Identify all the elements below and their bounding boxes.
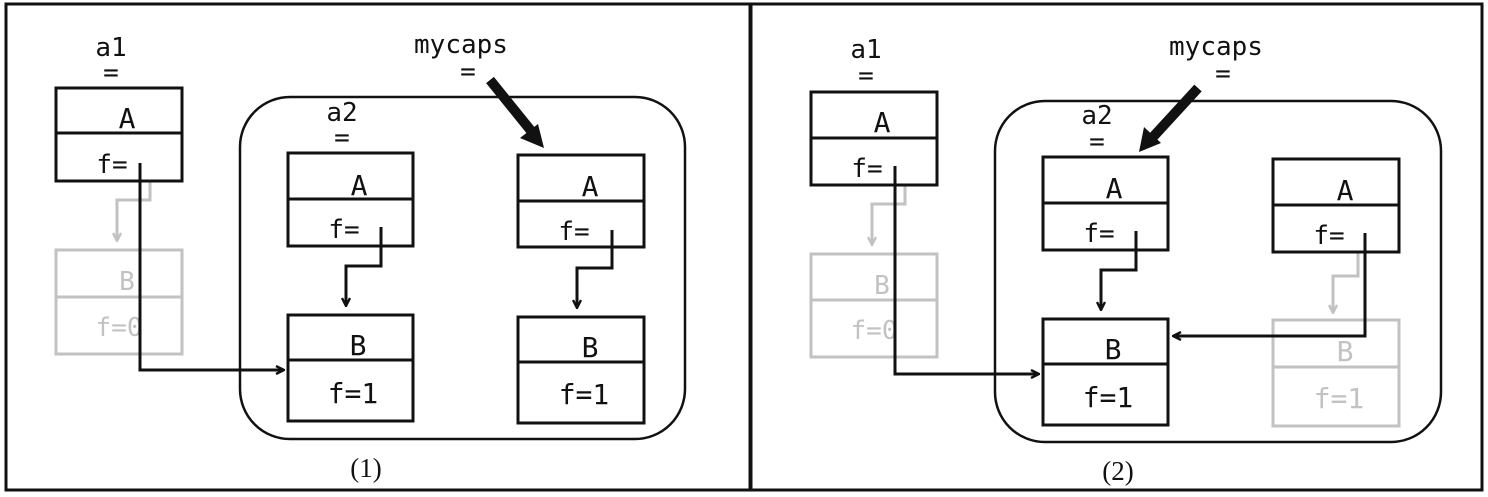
object-class-label: A — [582, 170, 599, 203]
panel-2: a1 = mycaps = a2 = B f=0 B f=1 A f= — [809, 32, 1443, 486]
stale-object-b: B f=0 — [54, 248, 184, 356]
reference-arrow-cap-a-to-b — [577, 230, 614, 307]
reference-arrow-cap-a-to-b — [1174, 233, 1367, 336]
object-b-shared: B f=1 — [1041, 317, 1170, 427]
object-class-label: A — [351, 169, 368, 202]
equals-sign: = — [1215, 59, 1231, 89]
stale-reference-arrow — [872, 172, 907, 244]
object-cap-b: B f=1 — [516, 315, 646, 425]
mycaps-pointer-arrow — [1149, 84, 1202, 141]
reference-arrow-a2-to-b — [346, 227, 383, 305]
mycaps-pointer-arrowhead — [1139, 127, 1161, 152]
object-field-label: f= — [558, 217, 589, 247]
panel-caption: (1) — [350, 453, 381, 483]
mycaps-pointer-arrow — [486, 76, 536, 136]
object-field-label: f= — [1313, 221, 1344, 251]
object-class-label: A — [1106, 172, 1123, 205]
object-class-label: A — [1337, 174, 1354, 207]
object-class-label: A — [119, 102, 136, 135]
mycaps-container — [238, 95, 687, 441]
panel-caption: (2) — [1102, 456, 1133, 486]
object-class-label: B — [119, 267, 135, 297]
object-cap-a: A f= — [1271, 157, 1401, 254]
object-field-label: f=0 — [851, 316, 898, 346]
variable-label-mycaps: mycaps — [414, 30, 508, 60]
object-class-label: B — [582, 331, 599, 364]
panel-2-frame — [749, 2, 1484, 492]
reference-arrow-a2-to-b — [1101, 231, 1138, 309]
object-a1: A f= — [809, 90, 939, 187]
object-class-label: B — [874, 271, 890, 301]
object-field-label: f= — [328, 215, 359, 245]
equals-sign: = — [858, 61, 874, 91]
object-class-label: B — [1337, 335, 1354, 368]
object-a2: A f= — [286, 151, 415, 248]
object-cap-a: A f= — [516, 153, 646, 249]
equals-sign: = — [334, 123, 350, 153]
variable-label-a1: a1 — [95, 33, 126, 63]
variable-label-a2: a2 — [326, 98, 357, 128]
stale-reference-arrow — [1333, 240, 1360, 312]
object-field-label: f=1 — [1314, 382, 1365, 415]
object-class-label: B — [350, 329, 367, 362]
object-field-label: f=1 — [559, 378, 610, 411]
mycaps-pointer-arrowhead — [520, 124, 544, 148]
object-field-label: f= — [96, 150, 127, 180]
object-field-label: f= — [1083, 219, 1114, 249]
panel-1: a1 = mycaps = a2 = B f=0 A f= A f= — [54, 30, 687, 483]
stale-object-cap-b: B f=1 — [1271, 318, 1401, 428]
object-a1: A f= — [54, 86, 184, 183]
equals-sign: = — [460, 57, 476, 87]
mycaps-container — [993, 99, 1443, 444]
variable-label-mycaps: mycaps — [1169, 32, 1263, 62]
stale-reference-arrow — [117, 170, 152, 240]
equals-sign: = — [103, 58, 119, 88]
object-class-label: A — [874, 106, 891, 139]
object-class-label: B — [1105, 333, 1122, 366]
variable-label-a1: a1 — [850, 35, 881, 65]
equals-sign: = — [1089, 127, 1105, 157]
variable-label-a2: a2 — [1081, 101, 1112, 131]
object-field-label: f=0 — [96, 313, 143, 343]
stale-object-b: B f=0 — [809, 252, 939, 359]
reference-arrow-a1-to-b — [893, 166, 1038, 374]
object-field-label: f= — [851, 154, 882, 184]
object-field-label: f=1 — [1083, 381, 1134, 414]
object-field-label: f=1 — [328, 377, 379, 410]
object-a2: A f= — [1041, 155, 1170, 252]
object-b-shared: B f=1 — [286, 313, 415, 423]
reference-arrow-a1-to-b — [138, 163, 283, 370]
